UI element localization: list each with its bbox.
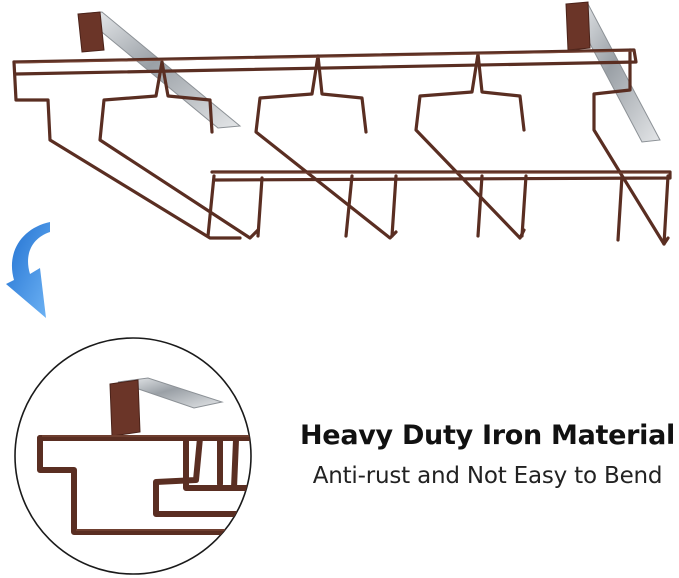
feature-subline: Anti-rust and Not Easy to Bend	[312, 463, 663, 489]
lower-back-rail	[210, 170, 672, 182]
glass-slot-2	[254, 54, 398, 240]
curved-arrow-icon	[6, 222, 50, 318]
zoom-detail-circle	[14, 337, 252, 575]
top-front-bar	[12, 48, 638, 76]
glass-slot-1	[98, 60, 260, 240]
rail-left-end	[12, 60, 242, 240]
glass-slot-3	[414, 52, 526, 240]
feature-caption: Heavy Duty Iron Material Anti-rust and N…	[300, 420, 675, 489]
mounting-bracket	[77, 1, 591, 53]
feature-headline: Heavy Duty Iron Material	[300, 420, 675, 451]
vertical-posts	[206, 174, 670, 246]
wine-glass-rack	[12, 1, 672, 246]
glass-slot-4	[592, 48, 670, 246]
